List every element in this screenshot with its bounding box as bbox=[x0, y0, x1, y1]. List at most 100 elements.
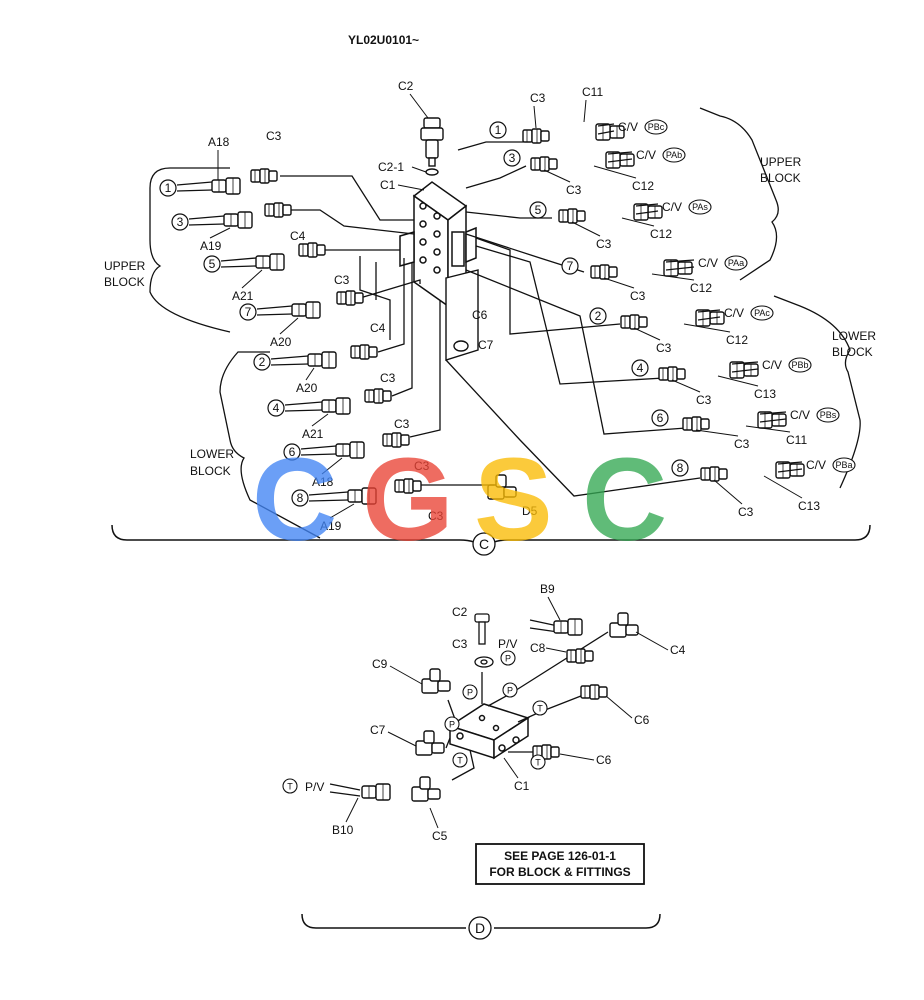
right-hose-leader bbox=[745, 425, 791, 433]
right-hose-line bbox=[665, 259, 695, 263]
right-row-number-circle bbox=[651, 409, 669, 427]
right-fitting-label: C3 bbox=[566, 183, 582, 197]
right-row-number-circle bbox=[503, 149, 521, 167]
right-port-label: PAb bbox=[666, 150, 682, 160]
right-port-label: PBs bbox=[820, 410, 837, 420]
right-hose-leader bbox=[763, 475, 803, 499]
port-badge-label: P bbox=[505, 654, 511, 664]
right-port-label: PBc bbox=[648, 122, 665, 132]
port-badge-label: T bbox=[457, 756, 463, 766]
left-hose-end bbox=[255, 253, 285, 271]
right-fitting bbox=[522, 128, 550, 144]
c7-bracket bbox=[445, 269, 479, 361]
right-hose-line bbox=[731, 361, 759, 365]
right-cv-label: C/V bbox=[762, 358, 782, 372]
right-row-number-circle bbox=[631, 359, 649, 377]
left-fitting bbox=[364, 388, 392, 404]
left-row-number-circle bbox=[253, 353, 271, 371]
right-port-badge bbox=[662, 147, 686, 163]
left-hose-line bbox=[220, 257, 257, 262]
port-badge-t: T bbox=[530, 754, 546, 770]
right-hose-line bbox=[777, 468, 803, 473]
left-row-number-circle bbox=[239, 303, 257, 321]
right-hose-line bbox=[607, 151, 633, 155]
left-hose-line bbox=[270, 363, 309, 366]
d-c7-label: C7 bbox=[370, 723, 386, 737]
right-fitting bbox=[558, 208, 586, 224]
left-hose-line bbox=[300, 445, 337, 450]
watermark-letter-s: S bbox=[474, 434, 553, 566]
right-hose-leader bbox=[583, 99, 587, 123]
left-hose-label: A20 bbox=[270, 335, 292, 349]
port-badge-p: P bbox=[462, 684, 478, 700]
drawing-code: YL02U0101~ bbox=[348, 33, 419, 47]
d-pv-top-label: P/V bbox=[498, 637, 517, 651]
right-hose-line bbox=[759, 411, 787, 415]
upper-left-block-label-1: UPPER bbox=[104, 259, 146, 273]
upper-left-block-label-2: BLOCK bbox=[104, 275, 145, 289]
pipe-routes bbox=[280, 141, 701, 497]
right-fitting-label: C3 bbox=[696, 393, 712, 407]
left-hose-leader bbox=[241, 269, 263, 289]
right-hose-label: C11 bbox=[582, 85, 603, 99]
right-row-number: 3 bbox=[509, 151, 516, 165]
port-badge-label: T bbox=[537, 704, 543, 714]
port-badge-p: P bbox=[500, 650, 516, 666]
left-hose-end bbox=[307, 351, 337, 369]
left-hose-label: A21 bbox=[302, 427, 324, 441]
lower-right-block-label-1: LOWER bbox=[832, 329, 876, 343]
c8-fitting bbox=[566, 648, 594, 664]
c7-elbow-d bbox=[415, 730, 445, 756]
d-b10-label: B10 bbox=[332, 823, 354, 837]
left-hose-end bbox=[291, 301, 321, 319]
left-fitting-label: C3 bbox=[380, 371, 396, 385]
c2-label: C2 bbox=[398, 79, 414, 93]
right-hose-line bbox=[731, 368, 759, 373]
c4-elbow-d bbox=[609, 612, 639, 638]
left-hose-line bbox=[284, 401, 323, 406]
left-row-number-circle bbox=[203, 255, 221, 273]
d-b9-label: B9 bbox=[540, 582, 555, 596]
left-fitting-label: C3 bbox=[334, 273, 350, 287]
port-badge-t: T bbox=[452, 752, 468, 768]
left-row-number-circle bbox=[267, 399, 285, 417]
right-hose-label: C12 bbox=[650, 227, 672, 241]
section-d-brace bbox=[301, 913, 661, 929]
right-fitting-leader bbox=[603, 277, 635, 289]
left-hose-end bbox=[335, 441, 365, 459]
right-fitting-label: C3 bbox=[738, 505, 754, 519]
right-hose-leader bbox=[683, 323, 731, 333]
left-hose-leader bbox=[329, 503, 355, 519]
left-hose-line bbox=[188, 215, 225, 220]
left-fitting-label: C4 bbox=[370, 321, 386, 335]
right-fitting-label: C3 bbox=[596, 237, 612, 251]
right-cv-label: C/V bbox=[806, 458, 826, 472]
right-fitting-label: C3 bbox=[656, 341, 672, 355]
right-fitting-label: C3 bbox=[734, 437, 750, 451]
right-fitting bbox=[620, 314, 648, 330]
d-c1-label: C1 bbox=[514, 779, 530, 793]
c6-label: C6 bbox=[472, 308, 488, 322]
left-hose-label: A18 bbox=[208, 135, 230, 149]
right-row-number-circle bbox=[529, 201, 547, 219]
section-d-marker-circle bbox=[468, 916, 492, 940]
left-hose-end bbox=[211, 177, 241, 195]
right-row-number: 2 bbox=[595, 309, 602, 323]
right-hose-label: C12 bbox=[632, 179, 654, 193]
upper-right-block-label-2: BLOCK bbox=[760, 171, 801, 185]
left-hose-label: A21 bbox=[232, 289, 254, 303]
right-fitting-label: C3 bbox=[530, 91, 546, 105]
left-row-number: 7 bbox=[245, 305, 252, 319]
left-fitting-label: C3 bbox=[428, 509, 444, 523]
left-fitting-label: C4 bbox=[290, 229, 306, 243]
d-c9-label: C9 bbox=[372, 657, 388, 671]
b9-hose bbox=[529, 618, 583, 636]
right-hose-line bbox=[665, 266, 695, 271]
